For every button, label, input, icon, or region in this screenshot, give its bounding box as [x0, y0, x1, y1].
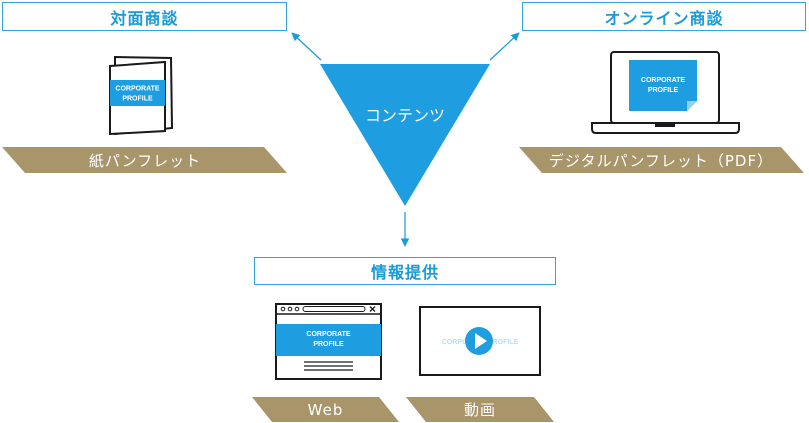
center-triangle [320, 64, 490, 206]
web-text-line-2: PROFILE [313, 341, 344, 348]
ribbon-label-web: Web [307, 400, 344, 419]
ribbon-label-video: 動画 [463, 401, 496, 419]
ribbon-web [252, 397, 399, 422]
laptop-text-line-1: CORPORATE [641, 77, 686, 84]
box-face-to-face: 対面商談 [2, 2, 287, 31]
arrow-top-right [489, 32, 520, 61]
box-online: オンライン商談 [522, 2, 806, 31]
box-face-to-face-label: 対面商談 [110, 8, 179, 28]
web-text-line-1: CORPORATE [306, 331, 351, 338]
ribbon-video [406, 397, 554, 422]
box-online-label: オンライン商談 [604, 8, 724, 28]
ribbon-label-digital: デジタルパンフレット（PDF） [548, 151, 774, 170]
ribbon-paper-brochure [2, 147, 287, 173]
laptop-text-line-2: PROFILE [648, 87, 679, 94]
laptop-icon: CORPORATE PROFILE [591, 51, 740, 134]
brochure-text-line-1: CORPORATE [115, 86, 160, 93]
ribbon-digital-brochure [519, 147, 804, 173]
browser-window-icon: CORPORATE PROFILE [275, 303, 382, 380]
box-information: 情報提供 [254, 257, 556, 285]
printed-brochure-icon: CORPORATE PROFILE [109, 55, 174, 136]
center-label: コンテンツ [364, 106, 445, 125]
arrow-top-left [291, 32, 322, 61]
brochure-text-line-2: PROFILE [122, 96, 153, 103]
box-information-label: 情報提供 [370, 263, 439, 282]
ribbon-label-paper: 紙パンフレット [88, 151, 202, 170]
video-player-icon: CORPORATE PROFILE [419, 306, 541, 376]
